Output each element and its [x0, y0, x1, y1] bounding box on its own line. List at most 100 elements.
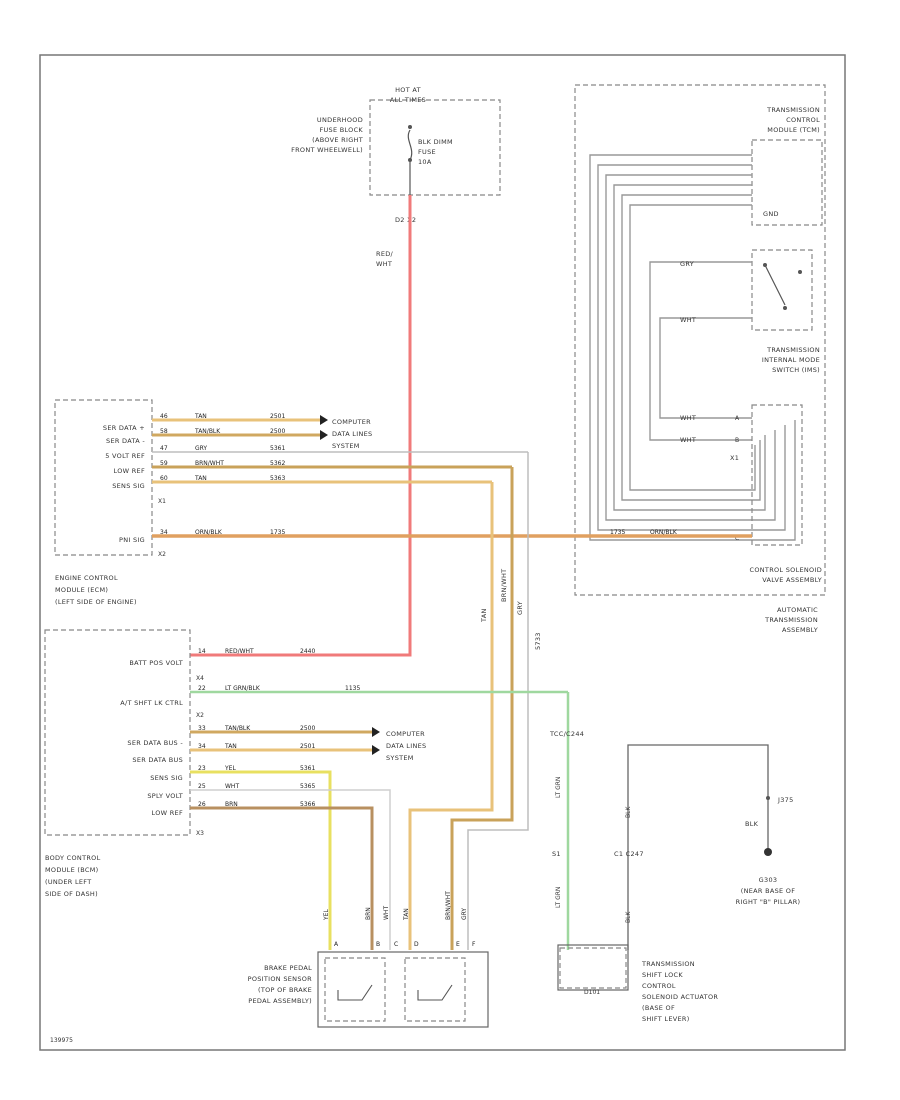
- shift-lock-wire-blk1: BLK: [625, 806, 632, 818]
- csv-pin-b: B: [735, 437, 739, 444]
- ecm-circuit-34: 1735: [270, 529, 285, 536]
- shift-lock-wire-1: LT GRN: [555, 777, 562, 798]
- shift-lock-solenoid: TCC/C244 LT GRN LT GRN S1 D101 BLK BLK C…: [549, 730, 769, 1023]
- ims-title3: SWITCH (IMS): [772, 366, 820, 374]
- shift-lock-title3: CONTROL: [642, 982, 676, 990]
- bcm-color-14: RED/WHT: [225, 648, 254, 655]
- shift-lock-title2: SHIFT LOCK: [642, 971, 683, 979]
- bcm-pin-14: 14: [198, 648, 206, 655]
- fuse-name3: 10A: [418, 158, 432, 166]
- ecm-pin-47: 47: [160, 445, 168, 452]
- bcm-conn-x4: X4: [196, 675, 204, 682]
- feed-wire: RED/ WHT: [190, 195, 412, 657]
- fuse-block-loc2: FUSE BLOCK: [319, 126, 363, 134]
- bcm-title4: SIDE OF DASH): [45, 890, 98, 898]
- bcm-conn-x3: X3: [196, 830, 204, 837]
- ecm-connector-x1: X1: [158, 498, 166, 505]
- bcm-label-low: LOW REF: [152, 809, 183, 817]
- computer-data-2-line2: DATA LINES: [386, 742, 426, 750]
- ecm-pin-34: 34: [160, 529, 168, 536]
- bcm-conn-x2: X2: [196, 712, 204, 719]
- vwire-tan: TAN: [480, 608, 488, 623]
- csv-title1: CONTROL SOLENOID: [750, 566, 822, 574]
- vwire-gry: GRY: [516, 601, 524, 615]
- engine-control-module: SER DATA + SER DATA - 5 VOLT REF LOW REF…: [54, 399, 752, 606]
- ecm-label-ser-data-minus: SER DATA -: [106, 437, 145, 445]
- ground-splice: J375: [777, 796, 794, 804]
- shift-lock-title6: SHIFT LEVER): [642, 1015, 690, 1023]
- computer-data-2-line1: COMPUTER: [386, 730, 425, 738]
- ecm-pin-58: 58: [160, 428, 168, 435]
- bcm-color-34: TAN: [224, 743, 237, 750]
- bcm-label-ser-minus: SER DATA BUS -: [127, 739, 183, 747]
- ecm-circuit-59: 5362: [270, 460, 285, 467]
- bcm-color-26: BRN: [225, 801, 238, 808]
- ecm-color-34: ORN/BLK: [195, 529, 223, 536]
- ecm-circuit-58: 2500: [270, 428, 285, 435]
- computer-data-2-line3: SYSTEM: [386, 754, 414, 762]
- ground-title1: G303: [759, 876, 778, 884]
- sensor-title4: PEDAL ASSEMBLY): [248, 997, 312, 1005]
- bcm-circuit-22: 1135: [345, 685, 360, 692]
- hot-at-line1: HOT AT: [395, 86, 421, 94]
- diagram-id: 139975: [50, 1037, 73, 1044]
- shift-lock-title4: SOLENOID ACTUATOR: [642, 993, 718, 1001]
- ecm-color-34-far: ORN/BLK: [650, 529, 678, 536]
- computer-data-1-line1: COMPUTER: [332, 418, 371, 426]
- bcm-circuit-26: 5366: [300, 801, 315, 808]
- shift-lock-diode: D101: [584, 989, 600, 996]
- feed-wire-path: [190, 195, 412, 657]
- vwire-circuit: 5733: [534, 632, 542, 650]
- ground-point: J375 BLK G303 (NEAR BASE OF RIGHT "B" PI…: [736, 796, 800, 906]
- sensor-wire-yel: YEL: [323, 909, 330, 921]
- ecm-label-ser-data-plus: SER DATA +: [103, 424, 145, 432]
- ecm-title3: (LEFT SIDE OF ENGINE): [55, 598, 137, 606]
- bcm-pin-25: 25: [198, 783, 206, 790]
- auto-trans-title2: TRANSMISSION: [764, 616, 818, 624]
- ecm-title1: ENGINE CONTROL: [55, 574, 118, 582]
- sensor-pin-d: D: [414, 941, 419, 948]
- ecm-label-low-ref: LOW REF: [114, 467, 145, 475]
- bcm-title3: (UNDER LEFT: [45, 878, 91, 886]
- ecm-pin-46: 46: [160, 413, 168, 420]
- sensor-pin-a: A: [334, 941, 339, 948]
- body-control-module: BATT POS VOLT A/T SHFT LK CTRL SER DATA …: [44, 629, 570, 950]
- ims-wire-gry: GRY: [680, 260, 694, 268]
- tcm-loop-wires: [589, 154, 796, 541]
- ecm-connector-x2: X2: [158, 551, 166, 558]
- csv-title2: VALVE ASSEMBLY: [762, 576, 822, 584]
- bcm-pin-33: 33: [198, 725, 206, 732]
- bcm-title1: BODY CONTROL: [45, 854, 101, 862]
- bcm-color-23: YEL: [224, 765, 236, 772]
- brake-pedal-sensor: YEL BRN WHT TAN BRN/WHT GRY A B C D E F …: [248, 891, 489, 1028]
- bcm-color-22: LT GRN/BLK: [225, 685, 261, 692]
- auto-trans-title1: AUTOMATIC: [777, 606, 818, 614]
- sensor-title3: (TOP OF BRAKE: [258, 986, 312, 994]
- bcm-color-33: TAN/BLK: [224, 725, 251, 732]
- sensor-wire-brn-wht: BRN/WHT: [445, 891, 452, 920]
- tcm-title2: CONTROL: [786, 116, 820, 124]
- tcm-title3: MODULE (TCM): [767, 126, 820, 134]
- bcm-circuit-25: 5365: [300, 783, 315, 790]
- csv-connector: X1: [730, 454, 739, 462]
- ecm-to-sensor-wires: TAN BRN/WHT GRY 5733: [408, 452, 542, 950]
- fuse-connector: D2 X2: [395, 216, 416, 224]
- sensor-wire-brn: BRN: [365, 907, 372, 920]
- shift-lock-wire-blk2: BLK: [625, 911, 632, 923]
- bcm-label-ser: SER DATA BUS: [132, 756, 183, 764]
- tcm-title1: TRANSMISSION: [766, 106, 820, 114]
- sensor-pin-f: F: [472, 941, 476, 948]
- ground-title2: (NEAR BASE OF: [741, 887, 796, 895]
- fuse-block: HOT AT ALL TIMES UNDERHOOD FUSE BLOCK (A…: [291, 86, 501, 224]
- bcm-circuit-23: 5361: [300, 765, 315, 772]
- ground-wire: BLK: [745, 820, 759, 828]
- sensor-wire-wht: WHT: [383, 906, 390, 920]
- bcm-label-sens: SENS SIG: [150, 774, 183, 782]
- bcm-circuit-34: 2501: [300, 743, 315, 750]
- ecm-pin-60: 60: [160, 475, 168, 482]
- bcm-circuit-14: 2440: [300, 648, 315, 655]
- hot-at-line2: ALL TIMES: [390, 96, 426, 104]
- shift-lock-splice: S1: [552, 850, 561, 858]
- ims-wire-wht: WHT: [680, 316, 696, 324]
